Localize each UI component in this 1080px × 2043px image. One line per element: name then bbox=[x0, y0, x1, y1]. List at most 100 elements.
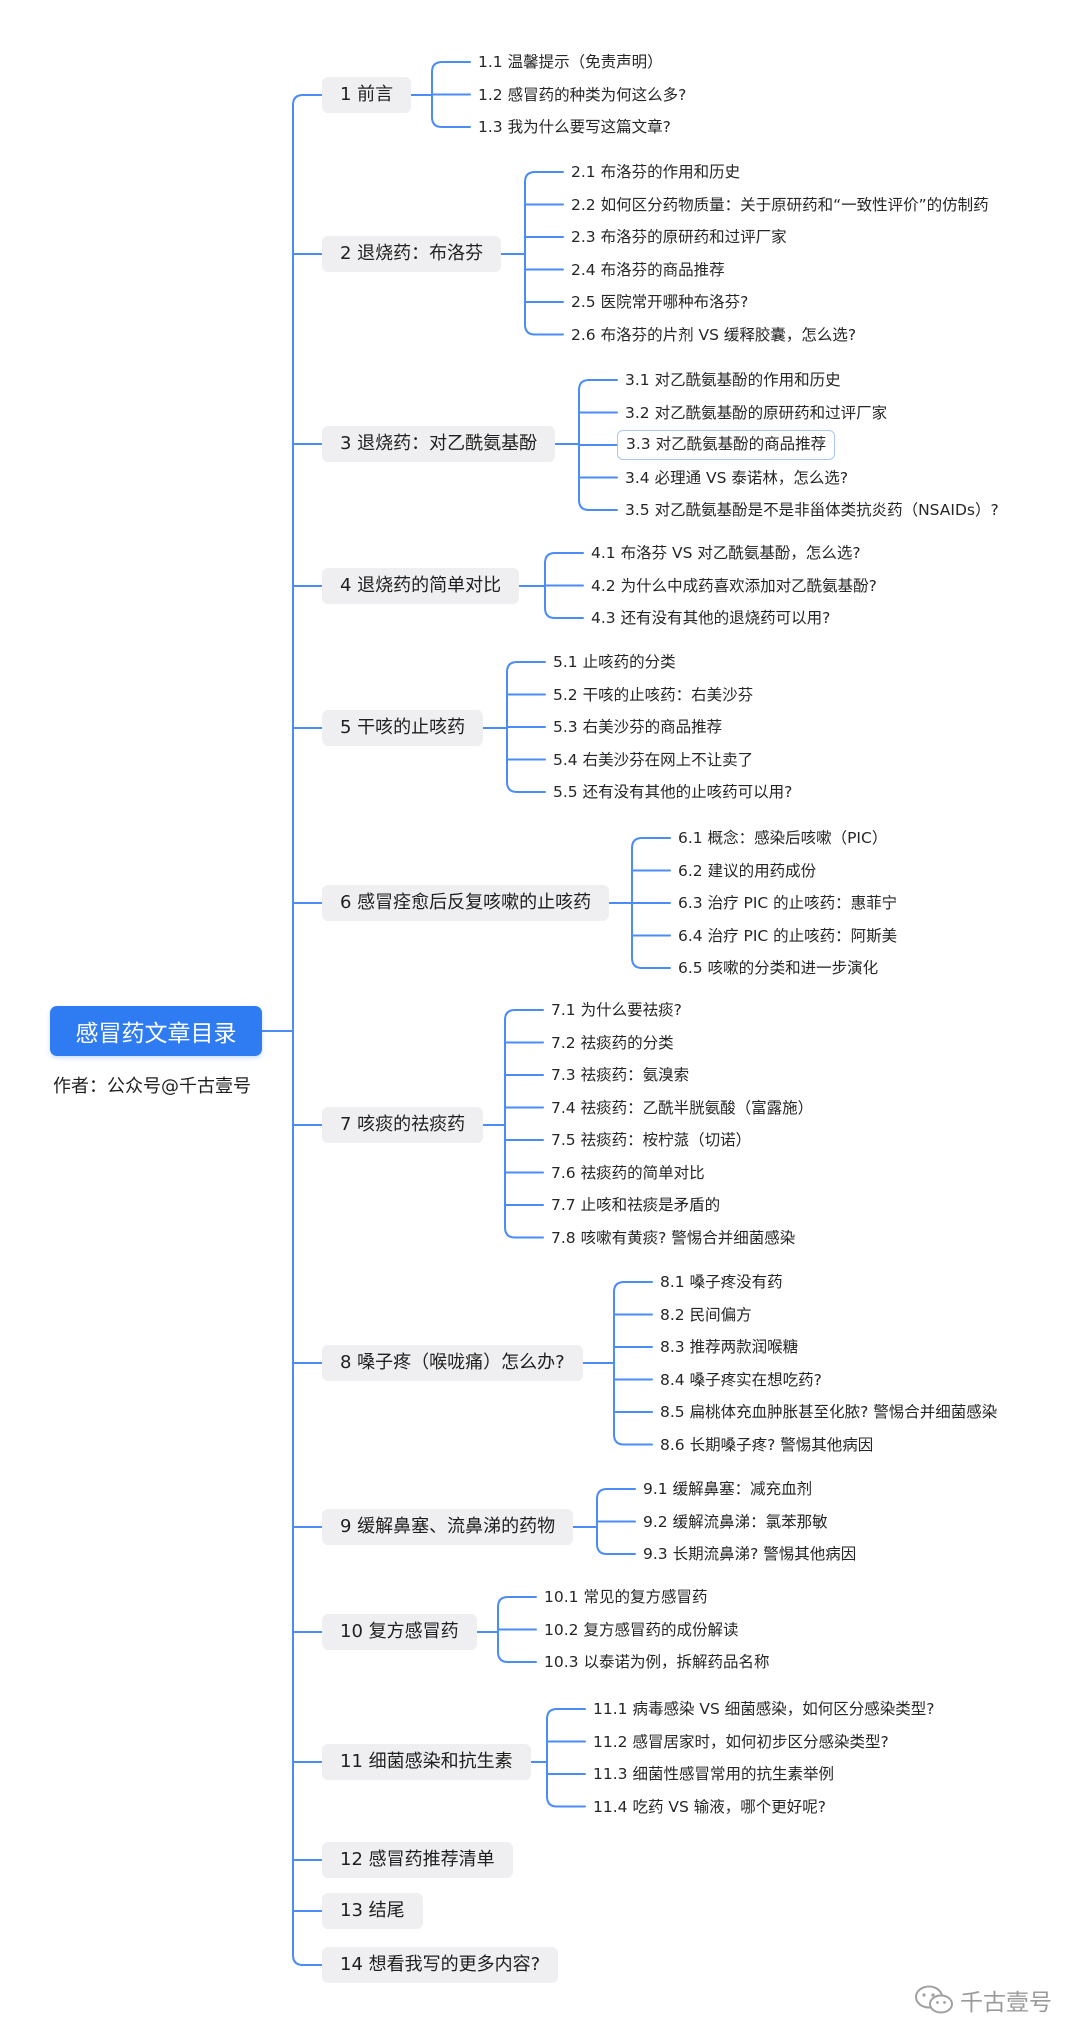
subsection-item[interactable]: 7.5 祛痰药：桉柠蒎（切诺） bbox=[551, 1131, 752, 1149]
subsection-item[interactable]: 4.2 为什么中成药喜欢添加对乙酰氨基酚? bbox=[591, 576, 877, 595]
section-node[interactable]: 6 感冒痊愈后反复咳嗽的止咳药 bbox=[322, 885, 610, 921]
sub-branch bbox=[596, 1488, 636, 1500]
sub-branch bbox=[544, 607, 584, 619]
sub-branch bbox=[631, 837, 671, 849]
subsection-item[interactable]: 5.4 右美沙芬在网上不让卖了 bbox=[553, 750, 754, 769]
subsection-item[interactable]: 1.1 温馨提示（免责声明） bbox=[478, 53, 663, 71]
subsection-item[interactable]: 2.5 医院常开哪种布洛芬? bbox=[571, 293, 749, 311]
sub-branch bbox=[546, 1708, 586, 1720]
sub-branch bbox=[497, 1651, 537, 1663]
sub-branch bbox=[631, 957, 671, 969]
subsection-item[interactable]: 6.4 治疗 PIC 的止咳药：阿斯美 bbox=[678, 926, 898, 945]
section-label: 7 咳痰的祛痰药 bbox=[340, 1114, 466, 1135]
subsection-item[interactable]: 2.1 布洛芬的作用和历史 bbox=[571, 163, 741, 181]
subsection-item[interactable]: 3.1 对乙酰氨基酚的作用和历史 bbox=[625, 371, 841, 389]
section-label: 6 感冒痊愈后反复咳嗽的止咳药 bbox=[340, 892, 592, 913]
subsection-item[interactable]: 6.2 建议的用药成份 bbox=[678, 861, 817, 880]
sub-branch bbox=[431, 116, 471, 128]
subsection-item[interactable]: 9.2 缓解流鼻涕：氯苯那敏 bbox=[643, 1512, 828, 1531]
sub-branch bbox=[524, 171, 564, 183]
subsection-item[interactable]: 5.2 干咳的止咳药：右美沙芬 bbox=[553, 685, 754, 704]
subsection-item[interactable]: 2.3 布洛芬的原研药和过评厂家 bbox=[571, 228, 787, 246]
subsection-item[interactable]: 4.1 布洛芬 VS 对乙酰氨基酚，怎么选? bbox=[591, 544, 861, 562]
section-label: 8 嗓子疼（喉咙痛）怎么办? bbox=[340, 1352, 565, 1373]
subsection-item[interactable]: 7.6 祛痰药的简单对比 bbox=[551, 1163, 705, 1182]
subsection-item[interactable]: 8.4 嗓子疼实在想吃药? bbox=[660, 1370, 822, 1389]
section-label: 9 缓解鼻塞、流鼻涕的药物 bbox=[340, 1516, 556, 1537]
subsection-item[interactable]: 8.6 长期嗓子疼? 警惕其他病因 bbox=[660, 1435, 874, 1454]
subsection-item[interactable]: 6.5 咳嗽的分类和进一步演化 bbox=[678, 959, 879, 977]
sub-branch bbox=[613, 1281, 653, 1293]
subsection-item[interactable]: 9.1 缓解鼻塞：减充血剂 bbox=[643, 1480, 813, 1498]
section-label: 1 前言 bbox=[340, 84, 394, 105]
subsection-item[interactable]: 8.5 扁桃体充血肿胀甚至化脓? 警惕合并细菌感染 bbox=[660, 1403, 998, 1421]
subsection-item[interactable]: 6.1 概念：感染后咳嗽（PIC） bbox=[678, 829, 888, 847]
sub-branch bbox=[497, 1596, 537, 1608]
section-node[interactable]: 5 干咳的止咳药 bbox=[322, 710, 484, 746]
subsection-item[interactable]: 2.2 如何区分药物质量：关于原研药和“一致性评价”的仿制药 bbox=[571, 195, 989, 214]
section-node[interactable]: 11 细菌感染和抗生素 bbox=[322, 1744, 531, 1780]
sub-branch bbox=[504, 1226, 544, 1239]
subsection-item[interactable]: 10.3 以泰诺为例，拆解药品名称 bbox=[544, 1653, 770, 1671]
subsection-item[interactable]: 5.1 止咳药的分类 bbox=[553, 653, 676, 671]
section-node[interactable]: 4 退烧药的简单对比 bbox=[322, 568, 520, 604]
section-node[interactable]: 1 前言 bbox=[322, 77, 412, 113]
subsection-item[interactable]: 1.2 感冒药的种类为何这么多? bbox=[478, 85, 687, 104]
subsection-item[interactable]: 10.2 复方感冒药的成份解读 bbox=[544, 1620, 739, 1639]
section-node[interactable]: 14 想看我写的更多内容? bbox=[322, 1947, 559, 1983]
subsection-item[interactable]: 6.3 治疗 PIC 的止咳药：惠菲宁 bbox=[678, 894, 898, 912]
section-node[interactable]: 13 结尾 bbox=[322, 1893, 423, 1929]
section-node[interactable]: 9 缓解鼻塞、流鼻涕的药物 bbox=[322, 1509, 574, 1545]
sub-branch bbox=[578, 499, 618, 511]
subsection-item[interactable]: 1.3 我为什么要写这篇文章? bbox=[478, 118, 671, 136]
subsection-item[interactable]: 8.3 推荐两款润喉糖 bbox=[660, 1338, 799, 1356]
section-label: 12 感冒药推荐清单 bbox=[340, 1849, 495, 1870]
section-node[interactable]: 8 嗓子疼（喉咙痛）怎么办? bbox=[322, 1345, 583, 1381]
subsection-item[interactable]: 2.4 布洛芬的商品推荐 bbox=[571, 260, 725, 279]
sub-branch bbox=[544, 552, 584, 564]
subsection-item[interactable]: 4.3 还有没有其他的退烧药可以用? bbox=[591, 609, 831, 627]
subsection-item[interactable]: 7.8 咳嗽有黄痰? 警惕合并细菌感染 bbox=[551, 1228, 796, 1247]
subsection-item[interactable]: 2.6 布洛芬的片剂 VS 缓释胶囊，怎么选? bbox=[571, 325, 857, 344]
sub-branch bbox=[506, 781, 546, 793]
subsection-item[interactable]: 5.5 还有没有其他的止咳药可以用? bbox=[553, 783, 793, 801]
section-node[interactable]: 2 退烧药：布洛芬 bbox=[322, 236, 502, 272]
subsection-item[interactable]: 11.4 吃药 VS 输液，哪个更好呢? bbox=[593, 1797, 826, 1816]
subsection-item[interactable]: 3.4 必理通 VS 泰诺林，怎么选? bbox=[625, 468, 849, 487]
subsection-item[interactable]: 3.2 对乙酰氨基酚的原研药和过评厂家 bbox=[625, 403, 888, 422]
subsection-item[interactable]: 11.1 病毒感染 VS 细菌感染，如何区分感染类型? bbox=[593, 1700, 935, 1718]
sub-branch bbox=[504, 1009, 544, 1021]
section-label: 14 想看我写的更多内容? bbox=[340, 1954, 541, 1975]
section-node[interactable]: 3 退烧药：对乙酰氨基酚 bbox=[322, 426, 556, 462]
subsection-item[interactable]: 11.2 感冒居家时，如何初步区分感染类型? bbox=[593, 1732, 889, 1751]
subsection-item[interactable]: 8.2 民间偏方 bbox=[660, 1305, 752, 1324]
spine-line bbox=[292, 94, 323, 1966]
section-label: 2 退烧药：布洛芬 bbox=[340, 243, 484, 264]
root-node[interactable]: 感冒药文章目录 bbox=[50, 1006, 262, 1056]
section-label: 3 退烧药：对乙酰氨基酚 bbox=[340, 433, 538, 454]
subsection-item[interactable]: 3.3 对乙酰氨基酚的商品推荐 bbox=[617, 430, 836, 460]
sub-branch bbox=[431, 61, 471, 73]
section-node[interactable]: 7 咳痰的祛痰药 bbox=[322, 1107, 484, 1143]
subsection-item[interactable]: 7.1 为什么要祛痰? bbox=[551, 1001, 682, 1019]
subsection-item[interactable]: 9.3 长期流鼻涕? 警惕其他病因 bbox=[643, 1545, 857, 1563]
sub-branch bbox=[546, 1795, 586, 1808]
subsection-item[interactable]: 3.5 对乙酰氨基酚是不是非甾体类抗炎药（NSAIDs）? bbox=[625, 501, 999, 519]
section-label: 4 退烧药的简单对比 bbox=[340, 575, 502, 596]
subsection-item[interactable]: 11.3 细菌性感冒常用的抗生素举例 bbox=[593, 1765, 834, 1783]
section-node[interactable]: 12 感冒药推荐清单 bbox=[322, 1842, 513, 1878]
sub-branch bbox=[524, 323, 564, 336]
subsection-item[interactable]: 8.1 嗓子疼没有药 bbox=[660, 1273, 783, 1291]
subsection-item[interactable]: 7.2 祛痰药的分类 bbox=[551, 1033, 674, 1052]
sub-branch bbox=[596, 1543, 636, 1555]
subsection-item[interactable]: 7.4 祛痰药：乙酰半胱氨酸（富露施） bbox=[551, 1098, 814, 1117]
subsection-item[interactable]: 7.7 止咳和祛痰是矛盾的 bbox=[551, 1196, 721, 1214]
subsection-item[interactable]: 7.3 祛痰药：氨溴索 bbox=[551, 1066, 690, 1084]
root-title: 感冒药文章目录 bbox=[75, 1021, 237, 1047]
watermark: 千古壹号 bbox=[914, 1983, 1052, 2017]
subsection-item[interactable]: 5.3 右美沙芬的商品推荐 bbox=[553, 718, 723, 736]
section-label: 5 干咳的止咳药 bbox=[340, 717, 466, 738]
section-node[interactable]: 10 复方感冒药 bbox=[322, 1614, 477, 1650]
subsection-item[interactable]: 10.1 常见的复方感冒药 bbox=[544, 1588, 708, 1606]
